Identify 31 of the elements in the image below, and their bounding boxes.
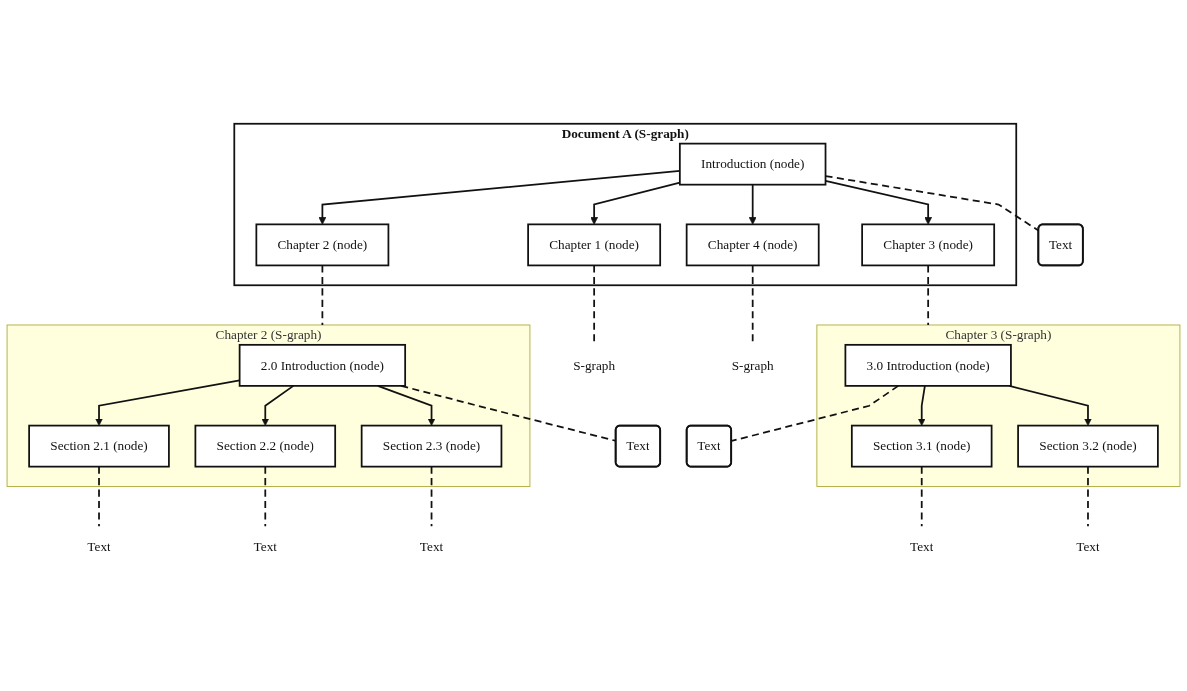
node-box: 2.0 Introduction (node) — [238, 343, 407, 387]
node-box: Introduction (node) — [678, 142, 827, 186]
node-box: Section 3.2 (node) — [1017, 424, 1159, 468]
connector — [430, 465, 433, 528]
node-text: Text — [1076, 539, 1100, 554]
arrow — [261, 385, 295, 426]
node-text: Text — [87, 539, 111, 554]
node-text: Text — [253, 539, 277, 554]
node-box: Chapter 4 (node) — [685, 223, 820, 267]
arrow — [917, 385, 926, 426]
node-box: Section 2.2 (node) — [194, 424, 337, 468]
node-box: Section 2.1 (node) — [28, 424, 170, 468]
node-box: 3.0 Introduction (node) — [844, 343, 1012, 387]
arrow — [748, 183, 757, 225]
connector — [98, 465, 100, 528]
node-box: Chapter 1 (node) — [527, 223, 662, 267]
node-box: Section 2.3 (node) — [360, 424, 503, 468]
node-box: Chapter 2 (node) — [255, 223, 390, 267]
node-text: S-graph — [573, 358, 616, 373]
connector — [321, 264, 324, 326]
node-text: Text — [419, 539, 444, 554]
node-text: Text — [910, 539, 934, 554]
node-text: S-graph — [731, 358, 774, 373]
connector — [264, 465, 267, 528]
arrow — [590, 181, 681, 225]
node-box: Chapter 3 (node) — [861, 223, 996, 267]
node-box: Section 3.1 (node) — [850, 424, 993, 468]
arrow — [318, 170, 681, 225]
connector — [920, 465, 923, 528]
connector — [927, 264, 930, 326]
connector — [1087, 465, 1089, 528]
